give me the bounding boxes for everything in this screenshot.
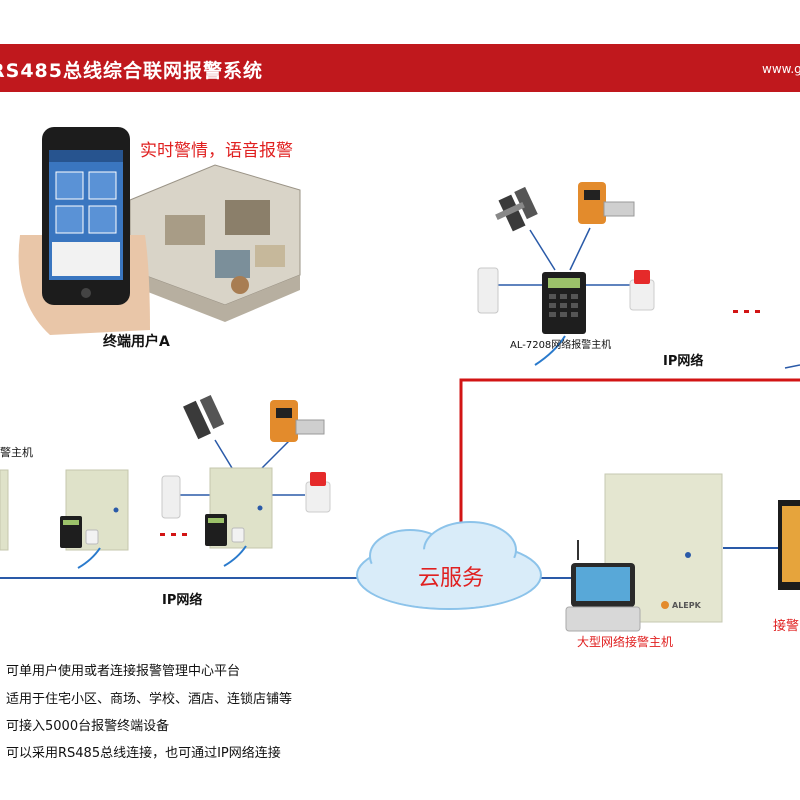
feature-item-1: 可单用户使用或者连接报警管理中心平台: [6, 664, 241, 679]
pir-sensor-1: [477, 267, 499, 314]
receive-label: 接警: [773, 619, 800, 634]
touch-terminal: [565, 540, 641, 632]
feature-item-2: 适用于住宅小区、商场、学校、酒店、连锁店铺等: [6, 692, 293, 707]
title-banner: [0, 44, 800, 92]
beam-detector-3: [183, 394, 225, 440]
keypad-2: [60, 516, 82, 548]
connection-lines: [0, 227, 800, 579]
brand-logo: ALEPK: [672, 601, 702, 610]
cloud-service-label: 云服务: [418, 566, 485, 591]
beam-detector-1: [495, 186, 538, 232]
feature-item-3: 可接入5000台报警终端设备: [6, 719, 170, 734]
pir-sensor-2: [161, 475, 181, 519]
ellipsis-dots: [160, 310, 760, 536]
banner-url: www.g: [762, 62, 800, 76]
realtime-alarm-label: 实时警情，语音报警: [140, 141, 293, 161]
wire-beam4: [261, 439, 291, 469]
beam-detector-2: [578, 182, 635, 224]
ip-network-label-right: IP网络: [663, 354, 704, 369]
keypad-7208: [542, 272, 586, 334]
beam-detector-4: [270, 400, 325, 442]
end-user-label: 终端用户A: [103, 334, 170, 350]
floorplan-illustration: [129, 164, 301, 322]
hand-phone-illustration: [18, 127, 150, 335]
wire-beam1: [529, 229, 556, 271]
monitor-right: [778, 500, 800, 590]
cloud-shape: [356, 521, 542, 610]
red-link-line: [459, 378, 800, 530]
network-cable-1: [534, 335, 566, 366]
banner-title: RS485总线综合联网报警系统: [0, 60, 263, 82]
wire-right-edge: [784, 364, 800, 369]
expander-2: [231, 527, 245, 543]
network-cable-2: [77, 547, 101, 569]
network-cable-3: [223, 545, 247, 567]
wire-beam2: [569, 227, 591, 271]
feature-item-4: 可以采用RS485总线连接，也可通过IP网络连接: [6, 746, 281, 761]
panel-left-edge: [0, 469, 9, 551]
expander-1: [85, 529, 99, 545]
host-7208-label: AL-7208网络报警主机: [510, 340, 612, 351]
ip-network-label-left: IP网络: [162, 593, 203, 608]
siren-1: [629, 270, 655, 311]
wire-beam3: [214, 439, 233, 469]
large-host-label: 大型网络接警主机: [577, 635, 674, 649]
keypad-3: [205, 514, 227, 546]
alarm-host-label-left: 警主机: [0, 446, 33, 459]
siren-2: [305, 472, 331, 513]
